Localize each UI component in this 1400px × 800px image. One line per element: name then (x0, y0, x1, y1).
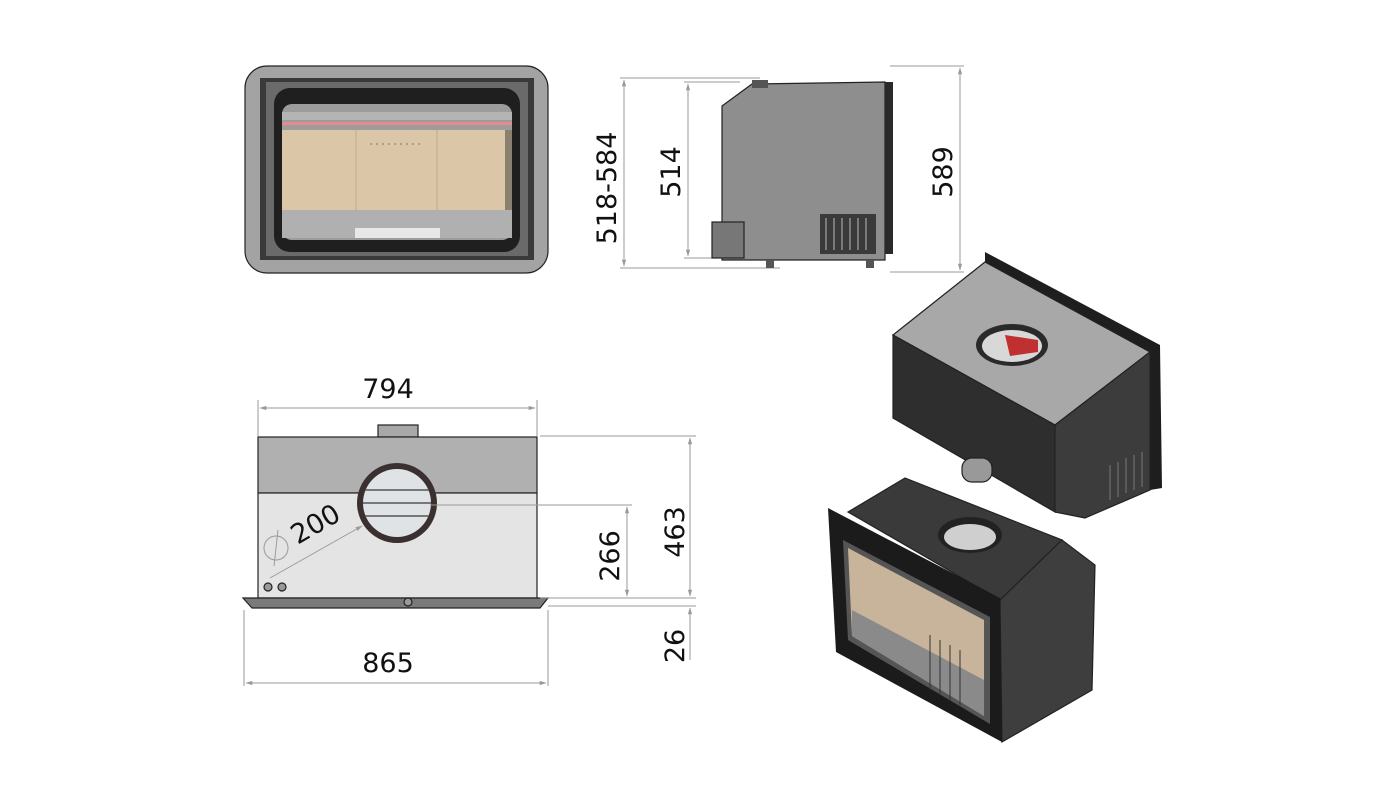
front-view (244, 65, 549, 274)
dim-flue-height: 266 (595, 530, 626, 582)
dim-total-height: 463 (660, 506, 691, 558)
dim-side-height: 589 (928, 146, 959, 198)
diameter-symbol (263, 529, 289, 567)
red-stripe (282, 122, 512, 125)
dim-front-height-range: 518-584 (592, 132, 623, 245)
dim-side-depth: 514 (656, 146, 687, 198)
side-view: 518-584 514 589 (592, 65, 964, 273)
iso-view-rear (891, 252, 1162, 519)
dim-frame-width: 865 (362, 648, 414, 679)
iso-view-front (828, 477, 1096, 744)
dim-body-width: 794 (362, 374, 414, 405)
firebrick-panel (282, 130, 512, 210)
dim-base-offset: 26 (660, 629, 691, 663)
top-view: 794 200 266 463 26 865 (241, 374, 696, 686)
